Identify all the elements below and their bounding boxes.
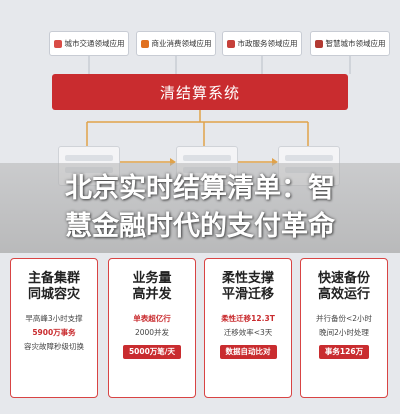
feature-card-concurrency: 业务量 高并发 单表超亿行 2000并发 5000万笔/天: [108, 258, 196, 398]
headline-band: [0, 163, 400, 253]
headline: 北京实时结算清单：智 慧金融时代的支付革命: [0, 170, 400, 246]
card-title-line-2: 同城容灾: [27, 287, 80, 302]
card-title: 柔性支撑 平滑迁移: [205, 271, 291, 303]
feature-card-migration: 柔性支撑 平滑迁移 柔性迁移12.3T 迁移效率<3天 数据自动比对: [204, 258, 292, 398]
app-box-label: 城市交通领域应用: [64, 39, 125, 48]
headline-line-1: 北京实时结算清单：智: [65, 173, 335, 204]
app-box-label: 市政服务领域应用: [237, 39, 298, 48]
card-title: 主备集群 同城容灾: [11, 271, 97, 303]
card-title-line-1: 快速备份: [317, 271, 370, 286]
feature-card-cluster: 主备集群 同城容灾 早高峰3小时支撑 5900万事务 容灾故障秒级切换: [10, 258, 98, 398]
card-highlight: 单表超亿行: [133, 314, 171, 323]
card-line: 早高峰3小时支撑: [25, 314, 83, 323]
card-highlight: 柔性迁移12.3T: [221, 314, 275, 323]
card-title-line-2: 平滑迁移: [221, 287, 274, 302]
card-title-line-2: 高并发: [132, 287, 172, 302]
headline-line-2: 慧金融时代的支付革命: [65, 211, 335, 242]
card-title-line-1: 业务量: [132, 271, 172, 286]
card-line: 迁移效率<3天: [223, 328, 273, 337]
card-title-line-2: 高效运行: [317, 287, 370, 302]
card-line: 晚间2小时处理: [319, 328, 369, 337]
card-highlight: 5900万事务: [32, 328, 76, 337]
card-line: 容灾故障秒级切换: [24, 342, 84, 351]
app-icon: [140, 39, 149, 48]
card-pill: 数据自动比对: [219, 345, 277, 359]
card-title-line-1: 主备集群: [27, 271, 80, 286]
app-icon: [53, 39, 62, 48]
card-pill: 5000万笔/天: [122, 345, 182, 359]
feature-card-backup: 快速备份 高效运行 并行备份<2小时 晚间2小时处理 事务126万: [300, 258, 388, 398]
app-box-traffic: 城市交通领域应用: [49, 31, 129, 56]
app-box-commerce: 商业消费领域应用: [136, 31, 216, 56]
app-box-label: 智慧城市领域应用: [325, 39, 386, 48]
card-title-line-1: 柔性支撑: [221, 271, 274, 286]
app-box-label: 商业消费领域应用: [151, 39, 212, 48]
card-title: 快速备份 高效运行: [301, 271, 387, 303]
app-icon: [226, 39, 235, 48]
card-pill: 事务126万: [318, 345, 370, 359]
app-box-municipal: 市政服务领域应用: [222, 31, 302, 56]
card-title: 业务量 高并发: [109, 271, 195, 303]
card-line: 并行备份<2小时: [315, 314, 373, 323]
app-box-smart-city: 智慧城市领域应用: [310, 31, 390, 56]
card-line: 2000并发: [134, 328, 170, 337]
system-banner: 清结算系统: [52, 74, 348, 110]
app-icon: [314, 39, 323, 48]
